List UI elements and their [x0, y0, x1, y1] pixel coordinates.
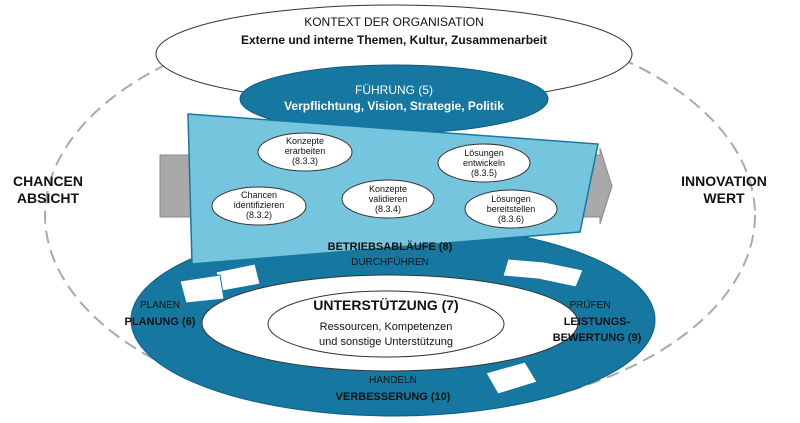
planning-line1: PLANEN	[140, 300, 180, 311]
cycle-arrow-bottom-right	[485, 361, 538, 395]
node-develop-concepts-ref: (8.3.3)	[292, 156, 318, 166]
node-deploy-solutions: Lösungen bereitstellen (8.3.6)	[464, 189, 558, 229]
node-develop-solutions-ref: (8.3.5)	[471, 168, 497, 178]
node-identify-chances-line1: Chancen	[241, 190, 277, 200]
node-identify-chances: Chancen identifizieren (8.3.2)	[211, 186, 307, 226]
context-title: KONTEXT DER ORGANISATION	[304, 15, 484, 29]
node-deploy-solutions-line2: bereitstellen	[487, 204, 536, 214]
improvement-line2: VERBESSERUNG (10)	[336, 391, 451, 403]
node-validate-concepts-ref: (8.3.4)	[375, 204, 401, 214]
support-title: UNTERSTÜTZUNG (7)	[313, 297, 458, 313]
support-line2: und sonstige Unterstützung	[319, 336, 453, 348]
node-develop-solutions-line2: entwickeln	[463, 158, 505, 168]
improvement-line1: HANDELN	[369, 375, 417, 386]
planning-line2: PLANUNG (6)	[125, 316, 196, 328]
left-label-line1: CHANCEN	[13, 173, 83, 189]
support-inner-ellipse	[267, 290, 505, 358]
operations-subtitle: DURCHFÜHREN	[351, 256, 429, 268]
node-identify-chances-line2: identifizieren	[234, 200, 285, 210]
node-develop-concepts-line2: erarbeiten	[285, 146, 326, 156]
cycle-arrow-right	[502, 258, 584, 288]
node-develop-concepts-line1: Konzepte	[286, 136, 324, 146]
node-develop-solutions: Lösungen entwickeln (8.3.5)	[437, 143, 531, 183]
node-identify-chances-ref: (8.3.2)	[246, 210, 272, 220]
leadership-subtitle: Verpflichtung, Vision, Strategie, Politi…	[284, 99, 504, 113]
operations-title: BETRIEBSABLÄUFE (8)	[328, 240, 453, 253]
right-label-line1: INNOVATION	[681, 173, 767, 189]
right-label-line2: WERT	[703, 190, 745, 206]
node-validate-concepts: Konzepte validieren (8.3.4)	[341, 179, 435, 219]
node-deploy-solutions-line1: Lösungen	[491, 194, 531, 204]
node-develop-solutions-line1: Lösungen	[464, 148, 504, 158]
node-validate-concepts-line1: Konzepte	[369, 184, 407, 194]
performance-line1: PRÜFEN	[569, 299, 610, 311]
performance-line3: BEWERTUNG (9)	[553, 332, 642, 344]
node-develop-concepts: Konzepte erarbeiten (8.3.3)	[257, 132, 353, 172]
support-line1: Ressourcen, Kompetenzen	[320, 321, 453, 333]
cycle-arrow-left	[179, 274, 225, 304]
left-label-line2: ABSICHT	[17, 190, 80, 206]
node-deploy-solutions-ref: (8.3.6)	[498, 214, 524, 224]
leadership-title: FÜHRUNG (5)	[355, 83, 433, 97]
performance-line2: LEISTUNGS-	[564, 316, 631, 328]
context-subtitle: Externe und interne Themen, Kultur, Zusa…	[241, 33, 547, 47]
node-validate-concepts-line2: validieren	[369, 194, 408, 204]
